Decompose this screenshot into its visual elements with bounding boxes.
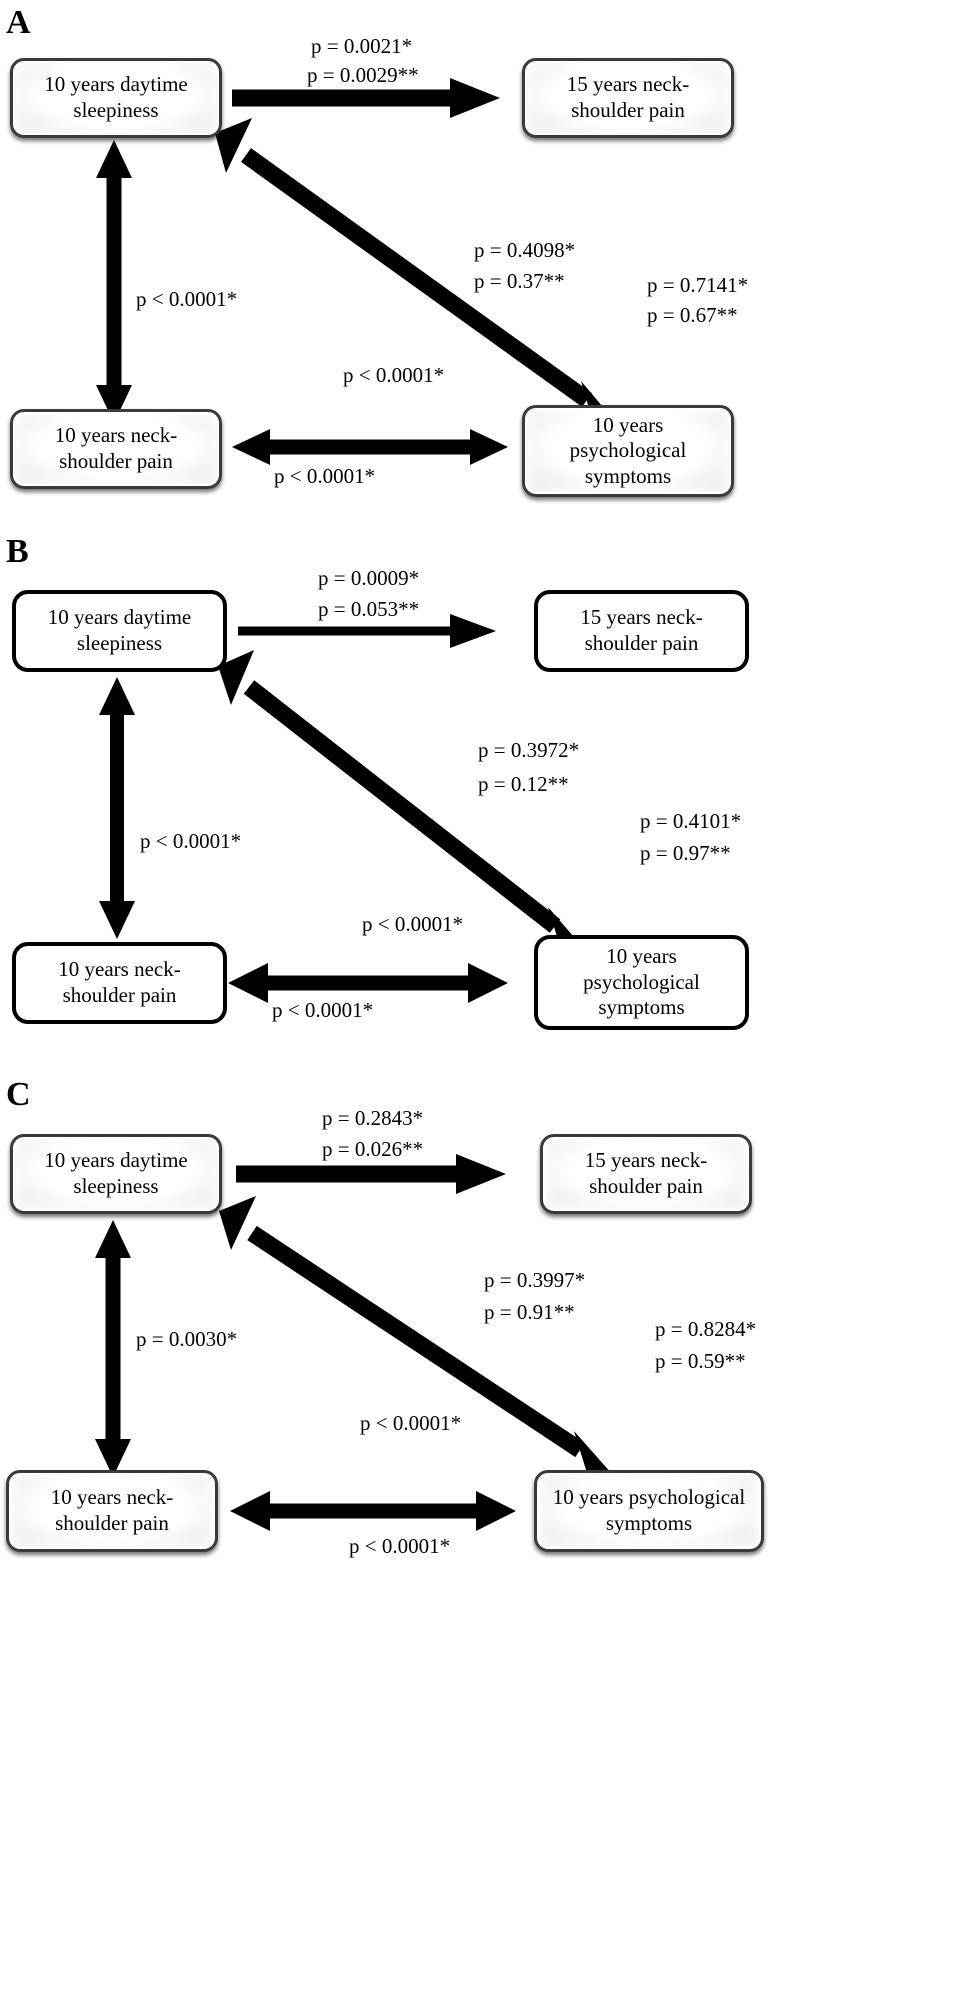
node-neck-shoulder-pain-15y-label: 15 years neck-shoulder pain	[580, 605, 703, 655]
edge-label-right-1: p = 0.8284*	[655, 1317, 757, 1341]
edge-label-bottom: p < 0.0001*	[349, 1534, 451, 1558]
edge-label-right-1: p = 0.7141*	[647, 273, 749, 297]
node-neck-shoulder-pain-10y-label: 10 years neck-shoulder pain	[54, 423, 178, 473]
edge-label-diagonal-2: p = 0.12**	[478, 772, 569, 796]
edge-label-diagonal-extra: p < 0.0001*	[362, 912, 464, 936]
edge-label-left-vertical: p < 0.0001*	[140, 829, 242, 853]
arrow-sleepiness-to-psych	[219, 1196, 612, 1486]
edge-label-bottom: p < 0.0001*	[272, 998, 374, 1022]
edge-label-diagonal-1: p = 0.4098*	[474, 238, 576, 262]
edge-label-right-2: p = 0.67**	[647, 303, 738, 327]
node-neck-shoulder-pain-10y-label: 10 years neck-shoulder pain	[50, 1485, 174, 1535]
edge-label-left-vertical: p = 0.0030*	[136, 1327, 238, 1351]
edge-label-top-1: p = 0.2843*	[322, 1106, 424, 1130]
panel-a-letter: A	[6, 4, 31, 41]
edge-label-top-2: p = 0.053**	[318, 597, 420, 621]
node-neck-shoulder-pain-10y[interactable]: 10 years neck-shoulder pain	[12, 942, 227, 1024]
arrow-pain10-to-psych	[230, 1491, 516, 1531]
node-neck-shoulder-pain-10y[interactable]: 10 years neck-shoulder pain	[10, 409, 222, 489]
edge-label-top-2: p = 0.026**	[322, 1137, 424, 1161]
node-neck-shoulder-pain-15y-label: 15 years neck-shoulder pain	[566, 72, 690, 122]
edge-label-diagonal-extra: p < 0.0001*	[360, 1411, 462, 1435]
node-neck-shoulder-pain-15y[interactable]: 15 years neck-shoulder pain	[540, 1134, 752, 1214]
edge-label-right-2: p = 0.97**	[640, 841, 731, 865]
node-neck-shoulder-pain-15y[interactable]: 15 years neck-shoulder pain	[522, 58, 734, 138]
arrow-pain10-to-psych	[232, 429, 508, 465]
arrow-sleepiness-to-pain10	[95, 1220, 131, 1477]
edge-label-diagonal-1: p = 0.3997*	[484, 1268, 586, 1292]
edge-label-diagonal-extra: p < 0.0001*	[343, 363, 445, 387]
arrow-sleepiness-to-pain10	[96, 140, 132, 423]
edge-label-right-2: p = 0.59**	[655, 1349, 746, 1373]
edge-label-left-vertical: p < 0.0001*	[136, 287, 238, 311]
edge-label-diagonal-1: p = 0.3972*	[478, 738, 580, 762]
panel-b-letter: B	[6, 533, 29, 570]
edge-label-bottom: p < 0.0001*	[274, 464, 376, 488]
panel-c-letter: C	[6, 1076, 31, 1113]
node-neck-shoulder-pain-10y[interactable]: 10 years neck-shoulder pain	[6, 1470, 218, 1552]
node-neck-shoulder-pain-15y-label: 15 years neck-shoulder pain	[584, 1148, 708, 1198]
edge-label-top-1: p = 0.0021*	[311, 34, 413, 58]
node-neck-shoulder-pain-15y[interactable]: 15 years neck-shoulder pain	[534, 590, 749, 672]
edge-label-diagonal-2: p = 0.91**	[484, 1300, 575, 1324]
edge-label-top-1: p = 0.0009*	[318, 566, 420, 590]
arrow-sleepiness-to-pain10	[99, 677, 135, 939]
edge-label-diagonal-2: p = 0.37**	[474, 269, 565, 293]
edge-label-top-2: p = 0.0029**	[307, 63, 419, 87]
edge-label-right-1: p = 0.4101*	[640, 809, 742, 833]
node-neck-shoulder-pain-10y-label: 10 years neck-shoulder pain	[58, 957, 181, 1007]
